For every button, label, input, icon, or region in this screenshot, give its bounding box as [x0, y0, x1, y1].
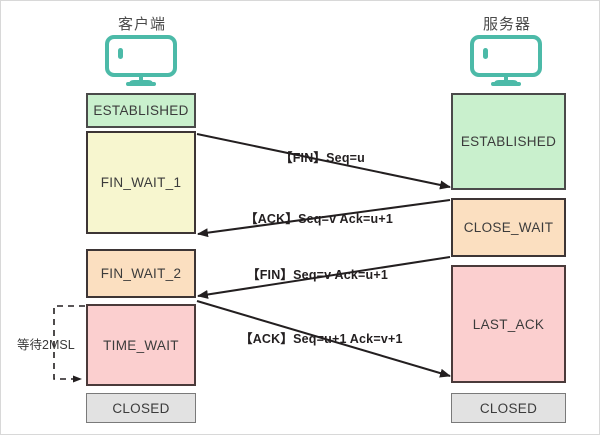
monitor-icon	[469, 35, 543, 92]
state-box-server-closed: CLOSED	[451, 393, 566, 423]
message-label-ack-2: 【ACK】Seq=u+1 Ack=v+1	[240, 332, 403, 346]
message-label-ack-1: 【ACK】Seq=v Ack=u+1	[245, 212, 393, 226]
monitor-icon	[104, 35, 178, 92]
msl-wait-label: 等待2MSL	[17, 338, 75, 352]
server-column-label: 服务器	[482, 16, 531, 33]
message-label-fin-2: 【FIN】Seq=v Ack=u+1	[247, 268, 389, 282]
state-box-server-established: ESTABLISHED	[451, 93, 566, 190]
state-box-client-closed: CLOSED	[86, 393, 196, 423]
state-box-server-close-wait: CLOSE_WAIT	[451, 198, 566, 257]
state-box-client-time-wait: TIME_WAIT	[86, 304, 196, 386]
state-box-client-fin-wait-2: FIN_WAIT_2	[86, 249, 196, 298]
message-label-fin-1: 【FIN】Seq=u	[280, 151, 365, 165]
state-box-server-last-ack: LAST_ACK	[451, 265, 566, 383]
client-column-label: 客户端	[117, 16, 166, 33]
state-box-client-fin-wait-1: FIN_WAIT_1	[86, 131, 196, 234]
state-box-client-established: ESTABLISHED	[86, 93, 196, 128]
